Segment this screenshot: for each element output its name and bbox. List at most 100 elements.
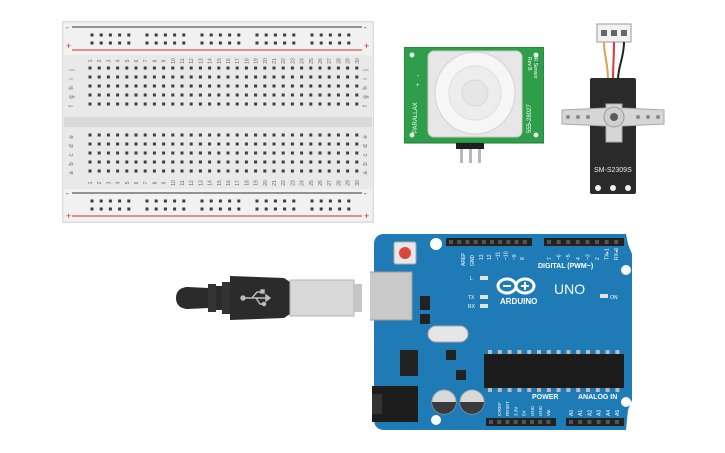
rail-hole[interactable]	[338, 41, 342, 45]
terminal-hole[interactable]	[235, 151, 239, 155]
terminal-hole[interactable]	[217, 66, 221, 70]
rail-hole[interactable]	[328, 207, 332, 211]
terminal-hole[interactable]	[180, 84, 184, 88]
terminal-hole[interactable]	[355, 75, 359, 79]
terminal-hole[interactable]	[171, 133, 175, 137]
terminal-hole[interactable]	[254, 169, 258, 173]
terminal-hole[interactable]	[309, 160, 313, 164]
rail-hole[interactable]	[90, 199, 94, 203]
terminal-hole[interactable]	[355, 142, 359, 146]
rail-hole[interactable]	[200, 199, 204, 203]
terminal-hole[interactable]	[290, 160, 294, 164]
terminal-hole[interactable]	[180, 66, 184, 70]
rail-hole[interactable]	[237, 33, 241, 37]
terminal-hole[interactable]	[198, 84, 202, 88]
terminal-hole[interactable]	[198, 102, 202, 106]
rail-hole[interactable]	[127, 41, 131, 45]
rail-hole[interactable]	[228, 207, 232, 211]
terminal-hole[interactable]	[318, 93, 322, 97]
terminal-hole[interactable]	[309, 93, 313, 97]
terminal-hole[interactable]	[263, 75, 267, 79]
rail-hole[interactable]	[347, 199, 351, 203]
digital-header-left[interactable]	[446, 238, 532, 246]
terminal-hole[interactable]	[134, 102, 138, 106]
rail-hole[interactable]	[292, 199, 296, 203]
terminal-hole[interactable]	[226, 84, 230, 88]
terminal-hole[interactable]	[254, 93, 258, 97]
terminal-hole[interactable]	[318, 160, 322, 164]
rail-hole[interactable]	[182, 33, 186, 37]
terminal-hole[interactable]	[272, 75, 276, 79]
terminal-hole[interactable]	[327, 142, 331, 146]
terminal-hole[interactable]	[346, 75, 350, 79]
terminal-hole[interactable]	[290, 169, 294, 173]
terminal-hole[interactable]	[97, 160, 101, 164]
terminal-hole[interactable]	[309, 102, 313, 106]
terminal-hole[interactable]	[152, 93, 156, 97]
terminal-hole[interactable]	[162, 133, 166, 137]
upper-terminal-strip[interactable]	[88, 66, 359, 106]
terminal-hole[interactable]	[336, 66, 340, 70]
terminal-hole[interactable]	[290, 151, 294, 155]
terminal-hole[interactable]	[281, 142, 285, 146]
terminal-hole[interactable]	[143, 102, 147, 106]
usb-jack[interactable]	[370, 271, 413, 321]
terminal-hole[interactable]	[171, 75, 175, 79]
rail-hole[interactable]	[319, 41, 323, 45]
rail-hole[interactable]	[90, 33, 94, 37]
rail-hole[interactable]	[328, 41, 332, 45]
rail-hole[interactable]	[283, 207, 287, 211]
terminal-hole[interactable]	[226, 151, 230, 155]
header-pin[interactable]	[547, 240, 551, 244]
terminal-hole[interactable]	[272, 160, 276, 164]
terminal-hole[interactable]	[171, 84, 175, 88]
terminal-hole[interactable]	[97, 84, 101, 88]
terminal-hole[interactable]	[97, 151, 101, 155]
terminal-hole[interactable]	[125, 66, 129, 70]
terminal-hole[interactable]	[254, 160, 258, 164]
terminal-hole[interactable]	[254, 142, 258, 146]
terminal-hole[interactable]	[235, 160, 239, 164]
terminal-hole[interactable]	[171, 169, 175, 173]
pir-pin-3[interactable]	[478, 149, 481, 163]
terminal-hole[interactable]	[336, 84, 340, 88]
rail-hole[interactable]	[283, 41, 287, 45]
rail-hole[interactable]	[292, 41, 296, 45]
terminal-hole[interactable]	[125, 133, 129, 137]
terminal-hole[interactable]	[88, 133, 92, 137]
terminal-hole[interactable]	[309, 133, 313, 137]
top-power-rail[interactable]	[90, 33, 351, 45]
rail-hole[interactable]	[228, 41, 232, 45]
terminal-hole[interactable]	[106, 151, 110, 155]
terminal-hole[interactable]	[281, 102, 285, 106]
terminal-hole[interactable]	[226, 75, 230, 79]
rail-hole[interactable]	[209, 33, 213, 37]
terminal-hole[interactable]	[254, 75, 258, 79]
terminal-hole[interactable]	[116, 133, 120, 137]
terminal-hole[interactable]	[125, 75, 129, 79]
rail-hole[interactable]	[264, 199, 268, 203]
terminal-hole[interactable]	[355, 102, 359, 106]
terminal-hole[interactable]	[97, 169, 101, 173]
terminal-hole[interactable]	[162, 66, 166, 70]
terminal-hole[interactable]	[318, 133, 322, 137]
terminal-hole[interactable]	[180, 75, 184, 79]
terminal-hole[interactable]	[355, 169, 359, 173]
rail-hole[interactable]	[90, 41, 94, 45]
terminal-hole[interactable]	[198, 93, 202, 97]
terminal-hole[interactable]	[171, 151, 175, 155]
terminal-hole[interactable]	[226, 142, 230, 146]
terminal-hole[interactable]	[152, 84, 156, 88]
terminal-hole[interactable]	[327, 75, 331, 79]
terminal-hole[interactable]	[97, 142, 101, 146]
rail-hole[interactable]	[273, 199, 277, 203]
terminal-hole[interactable]	[327, 102, 331, 106]
terminal-hole[interactable]	[189, 75, 193, 79]
terminal-hole[interactable]	[272, 151, 276, 155]
terminal-hole[interactable]	[300, 93, 304, 97]
terminal-hole[interactable]	[180, 151, 184, 155]
terminal-hole[interactable]	[208, 142, 212, 146]
terminal-hole[interactable]	[244, 160, 248, 164]
terminal-hole[interactable]	[355, 93, 359, 97]
